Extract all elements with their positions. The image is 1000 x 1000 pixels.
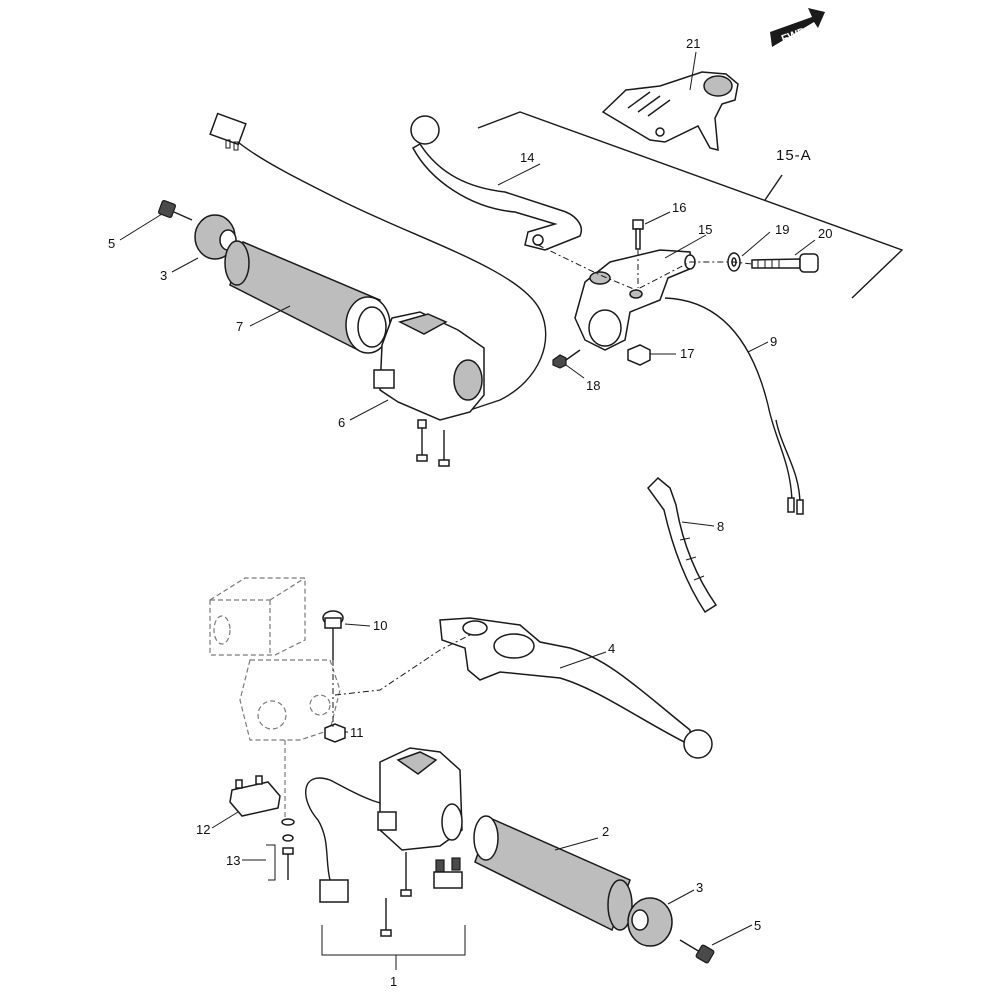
bar-end-screw-upper-part xyxy=(157,199,193,221)
bar-end-screw-lower-part xyxy=(679,939,715,964)
left-switch-housing-part xyxy=(305,747,466,956)
lever-pivot-bolt-part xyxy=(322,610,344,660)
brake-switch-part xyxy=(229,775,281,817)
callout-9: 9 xyxy=(770,334,777,349)
callout-21: 21 xyxy=(686,36,700,51)
callout-labels: 21 14 16 15 19 20 9 17 18 5 3 7 6 8 10 4… xyxy=(108,36,832,989)
callout-15: 15 xyxy=(698,222,712,237)
callout-16: 16 xyxy=(672,200,686,215)
clutch-lever-part xyxy=(410,115,582,251)
handlebar-grip-part xyxy=(473,815,633,932)
callout-13: 13 xyxy=(226,853,240,868)
reference-frame: 15-A xyxy=(477,111,904,299)
callout-18: 18 xyxy=(586,378,600,393)
switch-screw-set-part xyxy=(266,818,295,881)
callout-10: 10 xyxy=(373,618,387,633)
adjuster-bolt-part xyxy=(751,253,819,273)
callout-2: 2 xyxy=(602,824,609,839)
callout-12: 12 xyxy=(196,822,210,837)
brake-lever-part xyxy=(439,617,713,759)
callout-3-lower: 3 xyxy=(696,880,703,895)
callout-1: 1 xyxy=(390,974,397,989)
clutch-switch-cable-part xyxy=(664,297,804,515)
callout-17: 17 xyxy=(680,346,694,361)
cable-strap-part xyxy=(647,476,718,614)
leader-lines xyxy=(119,51,816,970)
bar-end-weight-lower-part xyxy=(627,897,673,947)
lever-nut-part xyxy=(627,344,651,366)
reference-label: 15-A xyxy=(776,147,812,164)
callout-19: 19 xyxy=(775,222,789,237)
callout-5-upper: 5 xyxy=(108,236,115,251)
throttle-grip-part xyxy=(224,240,391,354)
callout-20: 20 xyxy=(818,226,832,241)
callout-5-lower: 5 xyxy=(754,918,761,933)
callout-14: 14 xyxy=(520,150,534,165)
callout-6: 6 xyxy=(338,415,345,430)
callout-8: 8 xyxy=(717,519,724,534)
pivot-nut-part xyxy=(324,723,346,743)
pivot-bolt-part xyxy=(632,219,644,250)
callout-3-upper: 3 xyxy=(160,268,167,283)
callout-4: 4 xyxy=(608,641,615,656)
callout-7: 7 xyxy=(236,319,243,334)
right-switch-housing-part xyxy=(209,112,547,467)
lever-bracket-part xyxy=(574,249,696,351)
fwd-arrow-icon: FWD xyxy=(770,8,825,47)
callout-11: 11 xyxy=(350,725,364,740)
lever-cover-part xyxy=(601,71,739,151)
master-cylinder-outline xyxy=(209,577,341,820)
